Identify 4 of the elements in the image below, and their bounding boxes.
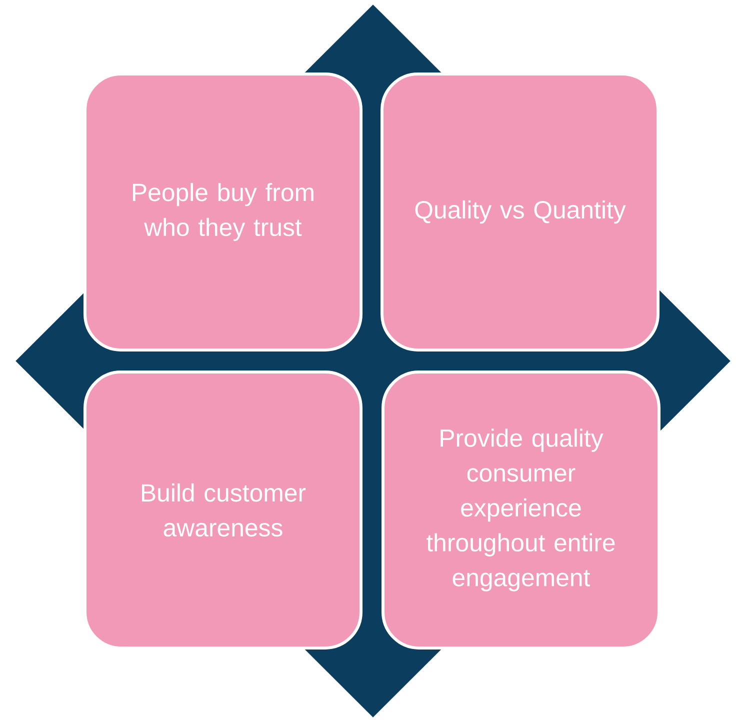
text-box: Provide quality consumer experience throughout entire engagement	[382, 370, 660, 650]
text-box: Quality vs Quantity	[380, 72, 660, 352]
text-box: People buy from who they trust	[84, 72, 362, 352]
text-box: Build customer awareness	[84, 370, 362, 650]
